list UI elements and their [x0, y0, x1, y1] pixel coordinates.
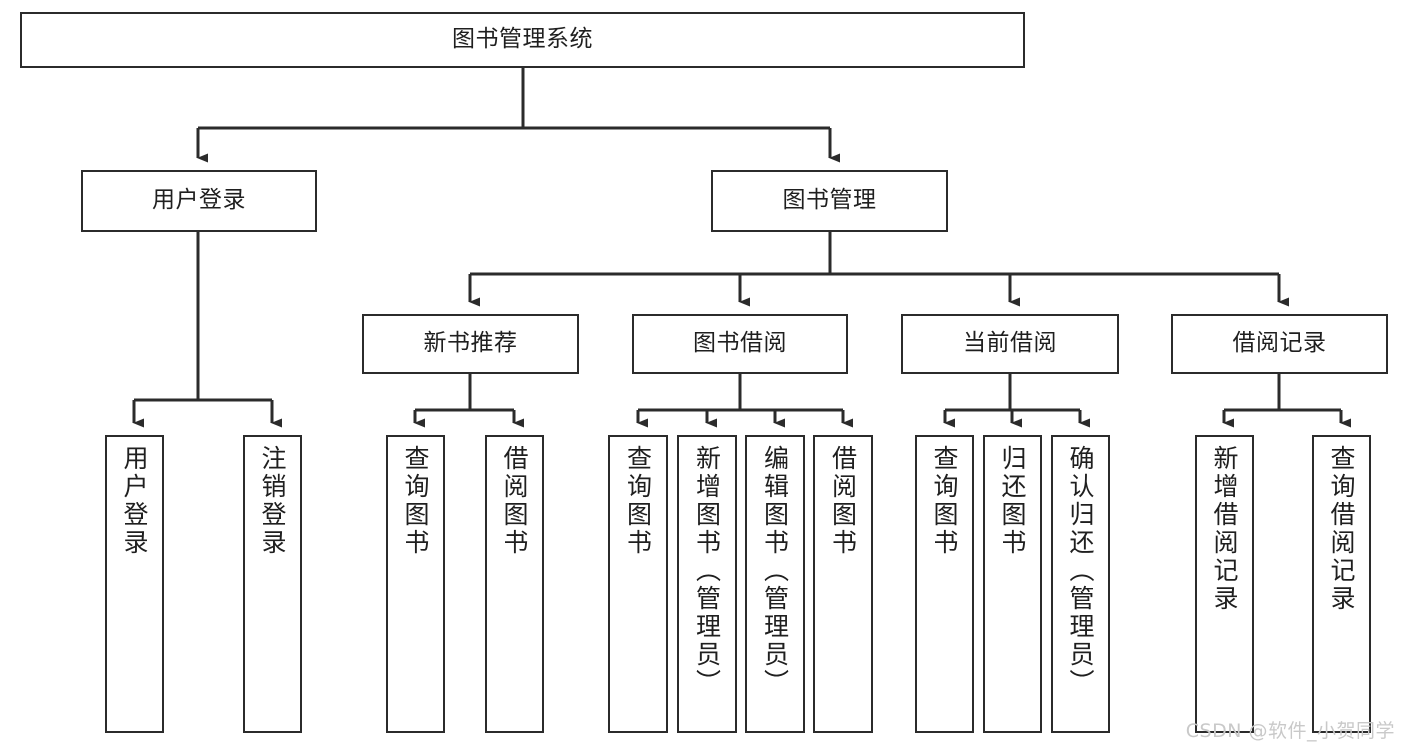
node-user-login-label: 用户登录: [152, 187, 246, 214]
node-leaf-return-book-label: 归还图书: [998, 445, 1027, 557]
node-book-manage-label: 图书管理: [782, 187, 877, 214]
node-root[interactable]: 图书管理系统: [20, 12, 1025, 68]
node-leaf-user-login-label: 用户登录: [120, 445, 149, 557]
node-leaf-query-record-label: 查询借阅记录: [1327, 445, 1356, 613]
node-leaf-add-book-admin[interactable]: 新增图书（管理员）: [677, 435, 737, 733]
node-current-borrow-label: 当前借阅: [963, 330, 1057, 357]
node-borrow-record-label: 借阅记录: [1232, 330, 1327, 357]
node-current-borrow[interactable]: 当前借阅: [901, 314, 1119, 374]
node-leaf-query-book-2[interactable]: 查询图书: [608, 435, 668, 733]
node-leaf-query-book-1[interactable]: 查询图书: [386, 435, 445, 733]
node-leaf-add-record[interactable]: 新增借阅记录: [1195, 435, 1254, 733]
node-root-label: 图书管理系统: [452, 26, 593, 53]
node-leaf-edit-book-admin-label: 编辑图书（管理员）: [760, 445, 790, 697]
node-leaf-add-record-label: 新增借阅记录: [1210, 445, 1239, 613]
node-leaf-query-book-3-label: 查询图书: [930, 445, 959, 557]
node-borrow-record[interactable]: 借阅记录: [1171, 314, 1388, 374]
node-leaf-logout-login[interactable]: 注销登录: [243, 435, 302, 733]
node-new-book-recommend[interactable]: 新书推荐: [362, 314, 579, 374]
node-leaf-edit-book-admin[interactable]: 编辑图书（管理员）: [745, 435, 805, 733]
node-leaf-borrow-book-1-label: 借阅图书: [500, 445, 529, 557]
node-leaf-borrow-book-2-label: 借阅图书: [828, 445, 858, 557]
node-leaf-query-book-3[interactable]: 查询图书: [915, 435, 974, 733]
node-leaf-query-book-2-label: 查询图书: [623, 445, 653, 557]
node-leaf-return-book[interactable]: 归还图书: [983, 435, 1042, 733]
node-leaf-confirm-return[interactable]: 确认归还（管理员）: [1051, 435, 1110, 733]
watermark: CSDN @软件_小贺同学: [1185, 720, 1395, 742]
node-leaf-add-book-admin-label: 新增图书（管理员）: [692, 445, 722, 697]
node-book-borrow-label: 图书借阅: [693, 330, 787, 357]
node-new-book-recommend-label: 新书推荐: [423, 330, 518, 357]
node-user-login[interactable]: 用户登录: [81, 170, 317, 232]
node-leaf-borrow-book-1[interactable]: 借阅图书: [485, 435, 544, 733]
node-leaf-logout-login-label: 注销登录: [258, 445, 287, 557]
node-leaf-query-book-1-label: 查询图书: [401, 445, 430, 557]
node-book-manage[interactable]: 图书管理: [711, 170, 948, 232]
node-leaf-borrow-book-2[interactable]: 借阅图书: [813, 435, 873, 733]
node-leaf-query-record[interactable]: 查询借阅记录: [1312, 435, 1371, 733]
node-leaf-confirm-return-label: 确认归还（管理员）: [1066, 445, 1095, 697]
node-leaf-user-login[interactable]: 用户登录: [105, 435, 164, 733]
node-book-borrow[interactable]: 图书借阅: [632, 314, 848, 374]
